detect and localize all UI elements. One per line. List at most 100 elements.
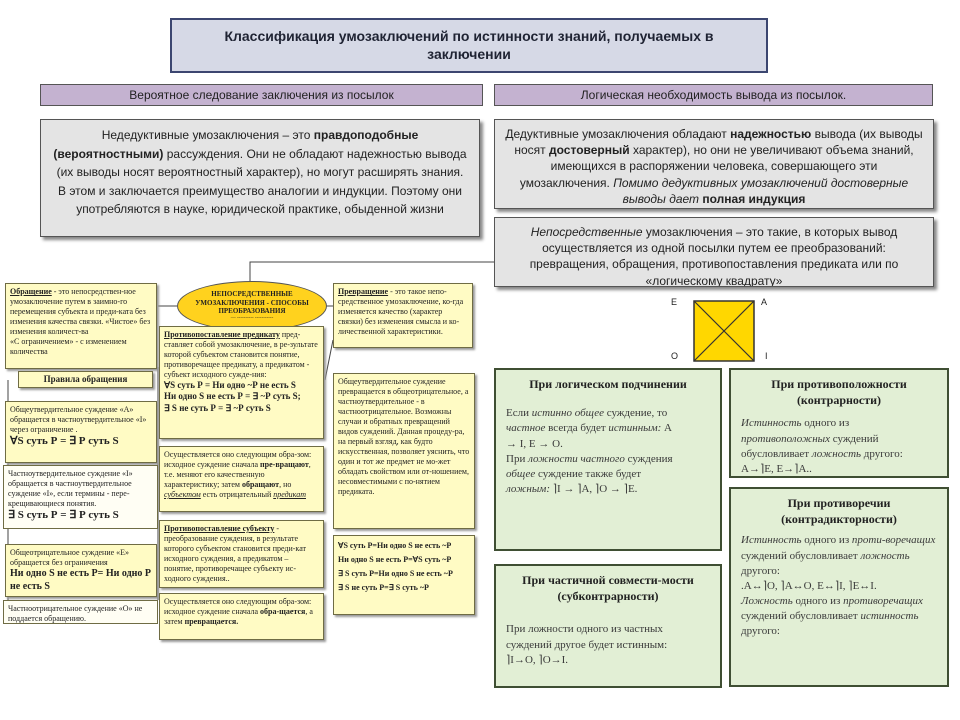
rule4-text: Частноотрицательное суждение «О» не подд…: [8, 604, 143, 623]
contradictory-t5: суждений обусловливает: [741, 610, 861, 623]
deductive-bold-3: полная индукция: [702, 191, 806, 206]
rule3-text: Общеотрицательное суждение «Е» обращаетс…: [10, 548, 130, 567]
ellipse-title: НЕПОСРЕДСТВЕННЫЕ УМОЗАКЛЮЧЕНИЯ - СПОСОБЫ…: [195, 290, 309, 316]
deductive-text-3: характер), но они не увеличивают объема …: [519, 143, 914, 190]
nondeductive-text-2: рассуждения. Они не обладают надежностью…: [56, 146, 467, 217]
contrary-i3: ложность: [811, 447, 862, 460]
predicate-steps-italic-2: предикат: [273, 490, 306, 499]
rule3-formula: Ни одно S не есть Р= Ни одно Р не есть S: [10, 568, 152, 592]
deductive-bold-2: достоверный: [549, 143, 630, 158]
predicate-text: пред-ставляет собой умозаключение, в ре-…: [164, 330, 318, 379]
predicate-steps-text-4: есть отрицательный: [200, 490, 274, 499]
square-label-o: O: [671, 351, 679, 361]
obversion-formulas: ∀S суть Р=Ни одно S не есть ~Р Ни одно S…: [333, 535, 475, 615]
subject-procedure: Осуществляется оно следующим обра-зом: и…: [159, 593, 324, 640]
contradictory-relation: При противоречии (контрадикторности) Ист…: [729, 487, 949, 687]
subcontrary-text: При ложности одного из частных суждений …: [506, 623, 668, 651]
contrary-i1: Истинность: [741, 417, 802, 430]
logical-l2b: А: [661, 422, 672, 435]
predicate-contraposition: Противопоставление предикату пред-ставля…: [159, 326, 324, 439]
logical-subordination-header: При логическом подчинении: [529, 377, 687, 391]
logical-l6a: ⌉I → ⌉А, ⌉О → ⌉Е.: [549, 483, 638, 496]
conversion-rule-1: Общеутвердительное суждение «А» обращает…: [5, 401, 157, 463]
predicate-steps-bold-1: пре-вращают: [260, 460, 309, 469]
deductive-description: Дедуктивные умозаключения обладают надеж…: [494, 119, 934, 209]
subcontrary-formula: ⌉I→О, ⌉О→I.: [506, 653, 569, 666]
logical-l4i: ложности частного: [528, 452, 625, 465]
obversion-definition: Превращение - это такое непо-средственно…: [333, 283, 473, 348]
logical-l6i: ложным:: [506, 483, 550, 496]
predicate-steps-text-3: , но: [279, 480, 292, 489]
nondeductive-bold-1: правдоподобные: [313, 128, 419, 142]
contradictory-i4: Ложность: [741, 595, 793, 608]
contrary-i2: противоположных: [741, 432, 830, 445]
conversion-text: - это непосредствен-ное умозаключение пу…: [10, 287, 151, 336]
logical-l1i: истинно общее: [531, 407, 604, 420]
nondeductive-description: Недедуктивные умозаключения – это правдо…: [40, 119, 480, 237]
subject-steps-text: Осуществляется оно следующим обра-зом: и…: [164, 597, 312, 616]
immediate-italic: Непосредственные: [530, 225, 643, 239]
nondeductive-bold-2: (вероятностными): [53, 146, 164, 161]
contradictory-i2: проти-воречащих: [851, 534, 936, 547]
contradictory-i3: ложность: [860, 549, 910, 562]
predicate-procedure: Осуществляется оно следующим обра-зом: и…: [159, 446, 324, 512]
logical-l3: → I, Е → О.: [506, 437, 563, 450]
obversion-formula-2: Ни одно S не есть Р=∀S суть ~Р: [338, 555, 452, 564]
contradictory-header: При противоречии (контрадикторности): [781, 496, 897, 527]
contradictory-t2: суждений обусловливает: [741, 549, 861, 562]
necessary-band: Логическая необходимость вывода из посыл…: [494, 84, 933, 106]
nondeductive-text-1: Недедуктивные умозаключения – это: [101, 128, 314, 142]
predicate-steps-text: Осуществляется оно следующим обра-зом: и…: [164, 450, 312, 469]
page-title: Классификация умозаключений по истинност…: [170, 18, 768, 73]
contrary-t2: суждений обусловливает: [741, 432, 879, 460]
predicate-steps-bold-2: обращают: [241, 480, 280, 489]
subject-steps-bold-1: обра-щается: [260, 607, 306, 616]
obversion-formula-3: ∃ S суть Р=Ни одно S не есть ~Р: [338, 569, 453, 578]
contradictory-i6: истинность: [860, 610, 919, 623]
square-label-i: I: [765, 351, 768, 361]
conversion-definition: Обращение - это непосредствен-ное умозак…: [5, 283, 157, 369]
predicate-steps-text-2: , т.е. меняют его качественную характери…: [164, 460, 311, 489]
contradictory-t1: одного из: [801, 534, 852, 547]
probable-band: Вероятное следование заключения из посыл…: [40, 84, 483, 106]
logical-l2i1: частное: [506, 422, 546, 435]
rule1-formula: ∀S суть Р = ∃ Р суть S: [10, 435, 119, 447]
logical-l5i: общее: [506, 467, 536, 480]
subcontrary-relation: При частичной совмести-мости (субконтрар…: [494, 564, 722, 688]
logical-l2a: всегда будет: [545, 422, 609, 435]
logical-l4b: суждения: [624, 452, 673, 465]
contrary-header: При противоположности (контрарности): [771, 377, 907, 408]
obversion-formula-4: ∃ S не суть Р=∃ S суть ~Р: [338, 583, 429, 592]
contrary-relation: При противоположности (контрарности) Ист…: [729, 368, 949, 478]
logical-subordination: При логическом подчинении Если истинно о…: [494, 368, 722, 551]
predicate-formula-1: ∀S суть Р = Ни одно ~Р не есть S: [164, 380, 296, 390]
deductive-text-2: вывода (их выводы носят: [514, 127, 923, 158]
contradictory-t4: одного из: [792, 595, 844, 608]
immediate-description: Непосредственные умозаключения – это так…: [494, 217, 934, 287]
predicate-formula-3: ∃ S не суть Р = ∃ ~Р суть S: [164, 402, 271, 413]
contrary-t1: одного из: [801, 417, 850, 430]
subject-text: - преобразование суждения, в результате …: [164, 524, 307, 583]
rule2-formula: ∃ S суть Р = ∃ Р суть S: [8, 509, 119, 521]
ellipse-subtitle: — ---------- -----------: [230, 315, 274, 321]
subject-steps-text-2: , а затем: [164, 607, 313, 626]
predicate-formula-2: Ни одно S не есть Р = ∃ ~Р суть S;: [164, 391, 301, 402]
conversion-rules-label: Правила обращения: [43, 373, 128, 384]
contradictory-i1: Истинность: [741, 534, 802, 547]
immediate-inferences-ellipse: НЕПОСРЕДСТВЕННЫЕ УМОЗАКЛЮЧЕНИЯ - СПОСОБЫ…: [177, 281, 327, 331]
subcontrary-header: При частичной совмести-мости (субконтрар…: [522, 573, 694, 604]
conversion-rule-2: Частноутвердительное суждение «I» обраща…: [3, 465, 158, 529]
immediate-text: умозаключения – это такие, в которых выв…: [529, 225, 899, 287]
obversion-detail-text: Общеутвердительное суждение превращается…: [338, 377, 470, 496]
predicate-title: Противопоставление предикату: [164, 330, 280, 339]
contradictory-t6: другого:: [741, 625, 780, 638]
logical-l1b: суждение, то: [603, 407, 668, 420]
obversion-formula-1: ∀S суть Р=Ни одно S не есть ~Р: [338, 541, 452, 550]
conversion-title: Обращение: [10, 287, 52, 296]
contradictory-i5: противоречащих: [843, 595, 923, 608]
contradictory-t3: другого:: [741, 564, 780, 577]
logical-square-icon: [693, 300, 755, 362]
logical-l2i2: истинным:: [608, 422, 662, 435]
subject-contraposition: Противопоставление субъекту - преобразов…: [159, 520, 324, 588]
deductive-bold-1: надежностью: [730, 127, 812, 141]
